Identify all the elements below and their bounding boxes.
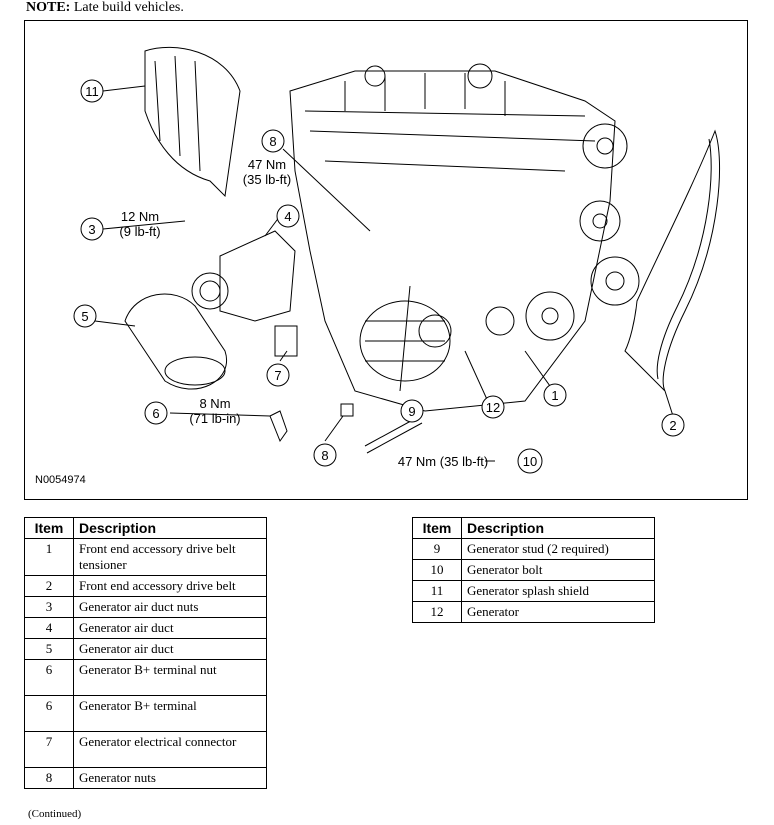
torque-10: 47 Nm (35 lb-ft) bbox=[398, 454, 488, 469]
item-number: 12 bbox=[412, 601, 462, 623]
item-description: Generator B+ terminal bbox=[73, 695, 267, 732]
callout-8-upper: 8 bbox=[269, 134, 276, 149]
torque-6-lbin: (71 lb-in) bbox=[189, 411, 240, 426]
item-number: 8 bbox=[24, 767, 74, 789]
nut-shape bbox=[340, 403, 354, 417]
callout-5: 5 bbox=[81, 309, 88, 324]
pulley-upper bbox=[582, 123, 628, 169]
header-description: Description bbox=[73, 517, 267, 539]
splash-shield-shape bbox=[144, 46, 241, 198]
item-description: Front end accessory drive belt bbox=[73, 575, 267, 597]
item-description: Generator air duct bbox=[73, 638, 267, 660]
header-item: Item bbox=[24, 517, 74, 539]
callout-6: 6 bbox=[152, 406, 159, 421]
item-number: 9 bbox=[412, 538, 462, 560]
generator-shape bbox=[359, 300, 451, 382]
item-number: 1 bbox=[24, 538, 74, 576]
item-description: Front end accessory drive belt tensioner bbox=[73, 538, 267, 576]
callout-11: 11 bbox=[85, 84, 99, 99]
callout-1: 1 bbox=[551, 388, 558, 403]
continued-label: (Continued) bbox=[28, 808, 82, 820]
item-description: Generator electrical connector bbox=[73, 731, 267, 768]
item-description: Generator splash shield bbox=[461, 580, 655, 602]
item-description: Generator nuts bbox=[73, 767, 267, 789]
item-description: Generator B+ terminal nut bbox=[73, 659, 267, 696]
item-number: 6 bbox=[24, 659, 74, 696]
item-number: 3 bbox=[24, 596, 74, 618]
engine-illustration: 11 8 47 Nm (35 lb-ft) 3 12 Nm (9 lb-ft) … bbox=[35, 46, 721, 486]
item-number: 11 bbox=[412, 580, 462, 602]
item-number: 10 bbox=[412, 559, 462, 581]
note: NOTE: Late build vehicles. bbox=[26, 0, 184, 16]
callout-2: 2 bbox=[669, 418, 676, 433]
item-description: Generator bolt bbox=[461, 559, 655, 581]
item-description: Generator stud (2 required) bbox=[461, 538, 655, 560]
note-label: NOTE: bbox=[26, 0, 71, 15]
item-number: 7 bbox=[24, 731, 74, 768]
belt-shape bbox=[624, 129, 721, 392]
header-description: Description bbox=[461, 517, 655, 539]
header-item: Item bbox=[412, 517, 462, 539]
callout-4: 4 bbox=[284, 209, 291, 224]
torque-3-nm: 12 Nm bbox=[121, 209, 159, 224]
engine-block-shape bbox=[289, 70, 616, 412]
item-number: 2 bbox=[24, 575, 74, 597]
item-description: Generator air duct bbox=[73, 617, 267, 639]
callout-3: 3 bbox=[88, 222, 95, 237]
figure-id: N0054974 bbox=[35, 474, 86, 486]
callout-10: 10 bbox=[523, 454, 537, 469]
item-number: 6 bbox=[24, 695, 74, 732]
pulley-crank bbox=[525, 291, 575, 341]
pulley-ac bbox=[590, 256, 640, 306]
callout-9: 9 bbox=[408, 404, 415, 419]
callout-12: 12 bbox=[486, 400, 500, 415]
terminal-shape bbox=[269, 410, 288, 443]
air-duct-shape bbox=[219, 230, 296, 322]
item-description: Generator bbox=[461, 601, 655, 623]
torque-6-nm: 8 Nm bbox=[199, 396, 230, 411]
torque-3-lbft: (9 lb-ft) bbox=[119, 224, 160, 239]
torque-8-upper-nm: 47 Nm bbox=[248, 157, 286, 172]
note-text: Late build vehicles. bbox=[73, 0, 184, 15]
air-duct-5-shape bbox=[124, 293, 228, 390]
connector-shape bbox=[274, 325, 298, 357]
torque-8-upper-lbft: (35 lb-ft) bbox=[243, 172, 291, 187]
engine-figure: 11 8 47 Nm (35 lb-ft) 3 12 Nm (9 lb-ft) … bbox=[24, 20, 748, 500]
callout-8-lower: 8 bbox=[321, 448, 328, 463]
item-number: 5 bbox=[24, 638, 74, 660]
item-description: Generator air duct nuts bbox=[73, 596, 267, 618]
callout-7: 7 bbox=[274, 368, 281, 383]
item-number: 4 bbox=[24, 617, 74, 639]
